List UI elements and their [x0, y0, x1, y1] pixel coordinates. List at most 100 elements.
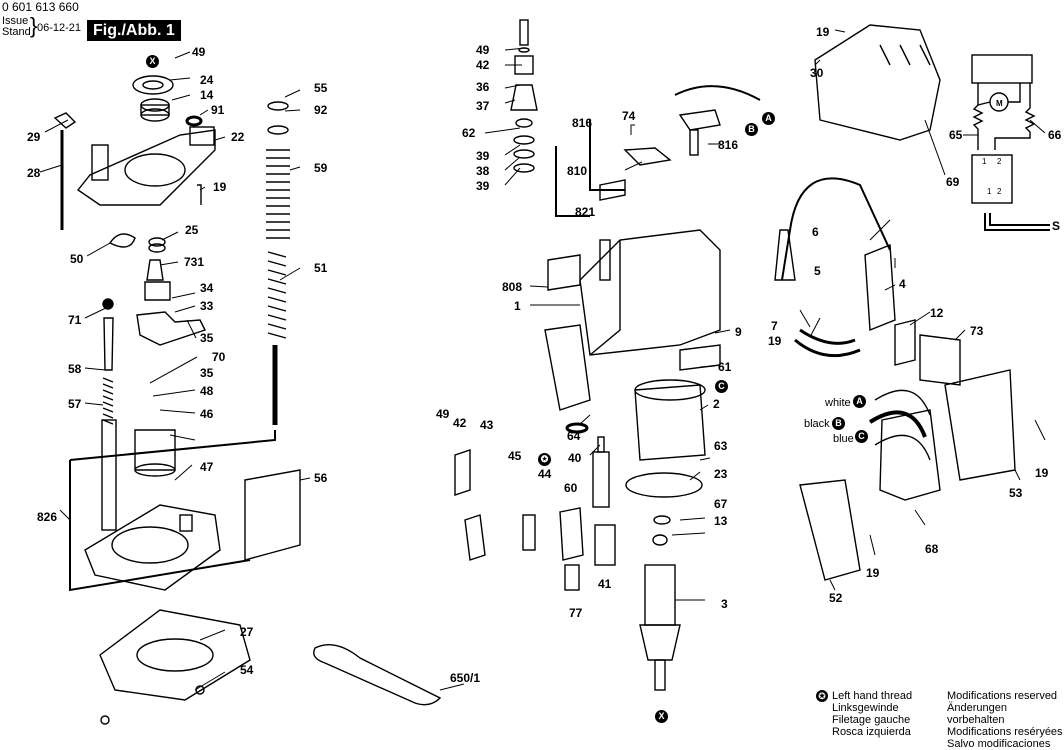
part-label: 28 [27, 166, 41, 180]
tag-x-top: X [146, 55, 159, 68]
handle-cover-53 [944, 369, 1016, 481]
figure-label: Fig./Abb. 1 [87, 20, 181, 41]
part-label: 816 [572, 116, 593, 130]
issue-brace: } [30, 13, 38, 38]
part-label: 19 [1035, 466, 1049, 480]
field-coil [634, 379, 706, 461]
part-label: 58 [68, 362, 82, 376]
part-label: 40 [568, 451, 582, 465]
depth-stop-plate [136, 311, 206, 346]
part-label: 816 [718, 138, 739, 152]
bracket-816 [555, 146, 590, 217]
part-label: 35 [200, 366, 214, 380]
part-label: 19 [866, 566, 880, 580]
part-label: 7 [771, 319, 778, 333]
top-bearing-cover [132, 75, 174, 95]
part-label: 91 [211, 103, 225, 117]
legend-line: Left hand thread [832, 690, 913, 702]
tag-x-bottom: X [655, 710, 668, 723]
lock-sleeve-41 [594, 524, 616, 566]
handle-left [544, 324, 591, 411]
nut [148, 237, 166, 253]
part-label: 22 [231, 130, 245, 144]
sub-base [99, 609, 251, 701]
wire-label-white: white [825, 397, 851, 409]
screws [100, 685, 205, 725]
part-label: 14 [200, 88, 214, 102]
capacitor [599, 179, 626, 201]
part-label: 25 [185, 223, 199, 237]
air-guide [625, 472, 703, 498]
bracket-77 [564, 564, 580, 591]
wing-nut [108, 233, 136, 248]
part-label: 55 [314, 81, 328, 95]
depth-rod [101, 317, 117, 531]
ball [102, 298, 114, 310]
tag-star-44: ✪ [538, 453, 551, 466]
legend-line: Modifications reséryées [947, 726, 1063, 738]
motor-housing [579, 229, 721, 356]
screw [197, 184, 202, 205]
issue-date: 06-12-21 [37, 22, 82, 34]
legend-left-hand-thread: ✪ Left hand thread Linksgewinde Filetage… [816, 690, 912, 738]
part-label: 19 [816, 25, 830, 39]
handle-cover-52 [799, 479, 861, 581]
part-label: 37 [476, 99, 490, 113]
switch-cover-12 [894, 319, 916, 366]
part-label: 53 [1009, 486, 1023, 500]
part-label: 69 [946, 175, 960, 189]
legend-line: Linksgewinde [832, 702, 899, 714]
part-label: 9 [735, 325, 742, 339]
part-label: 52 [829, 591, 843, 605]
part-label: 68 [925, 542, 939, 556]
part-label: 29 [27, 130, 41, 144]
wire-label-blue: blue [833, 433, 854, 445]
part-label: 3 [721, 597, 728, 611]
part-label: 41 [598, 577, 612, 591]
wire-leads [868, 389, 931, 461]
part-label: 13 [714, 514, 728, 528]
part-label: 59 [314, 161, 328, 175]
part-label: 64 [567, 429, 581, 443]
part-label: 1 [514, 299, 521, 313]
legend-modifications: Modifications reserved Änderungen vorbeh… [947, 690, 1064, 750]
base-plate [84, 504, 221, 591]
part-label: 810 [567, 164, 588, 178]
part-label: 73 [970, 324, 984, 338]
part-label: 821 [575, 205, 596, 219]
part-label: 23 [714, 467, 728, 481]
part-label: 5 [814, 264, 821, 278]
issue-label-de: Stand [2, 26, 31, 38]
armature [639, 515, 681, 691]
schematic-terminal-top-2: 2 [997, 157, 1002, 166]
label-808 [547, 254, 581, 291]
part-label: 731 [184, 255, 205, 269]
spindle-lock [592, 436, 610, 508]
plate-60 [559, 507, 584, 561]
part-label: 74 [622, 109, 636, 123]
part-label: 12 [930, 306, 944, 320]
part-label: 27 [240, 625, 254, 639]
part-label: 24 [200, 73, 214, 87]
part-label: 19 [213, 180, 227, 194]
top-cover [814, 24, 941, 141]
tag-b-wire: B [832, 417, 845, 430]
part-label: 60 [564, 481, 578, 495]
tag-c-wire: C [855, 430, 868, 443]
schematic-terminal-bottom-2: 2 [997, 187, 1002, 196]
part-label: 71 [68, 313, 82, 327]
o-ring [185, 115, 203, 127]
part-label: 48 [200, 384, 214, 398]
part-label: 38 [476, 164, 490, 178]
schematic-supply: S [1052, 219, 1061, 233]
assembly-bracket-826 [69, 430, 276, 461]
part-label: 44 [538, 467, 552, 481]
part-label: 6 [812, 225, 819, 239]
part-label: 39 [476, 179, 490, 193]
part-label: 65 [949, 128, 963, 142]
part-label: 70 [212, 350, 226, 364]
part-label: 56 [314, 471, 328, 485]
legend-line: Änderungen vorbehalten [947, 702, 1007, 726]
part-label: 66 [1048, 128, 1062, 142]
